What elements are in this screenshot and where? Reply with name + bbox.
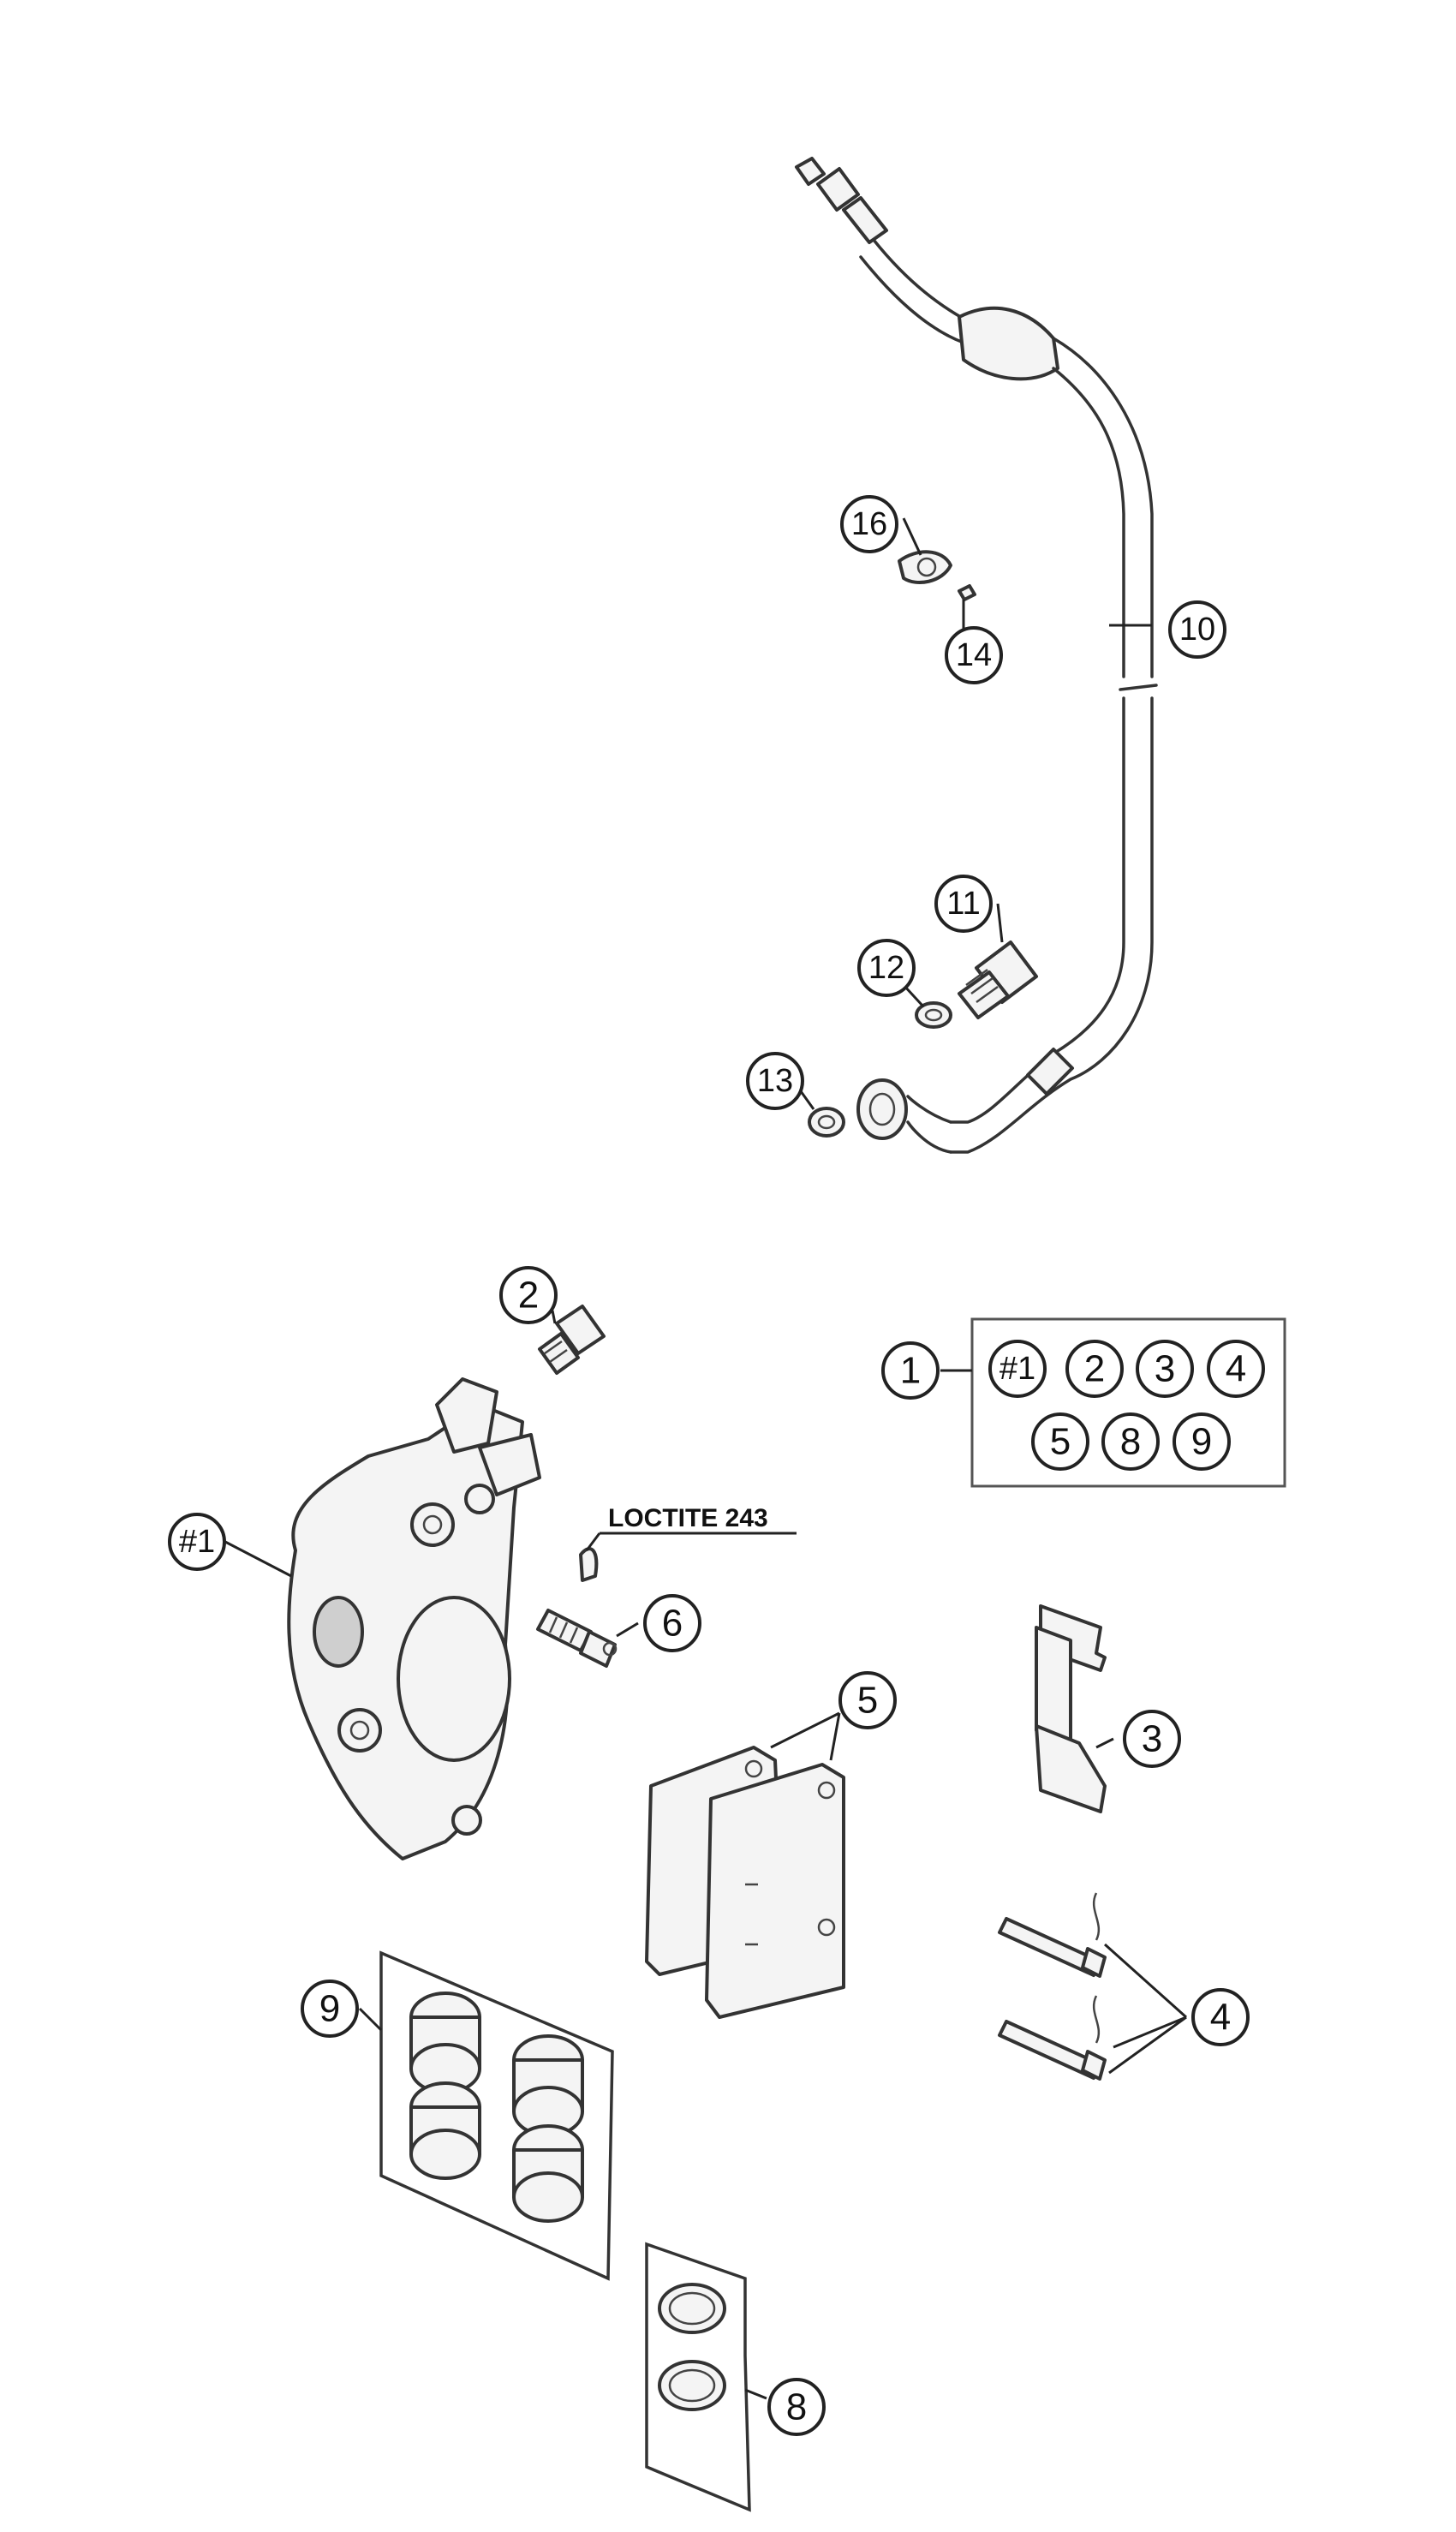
- banjo-bolt: [958, 941, 1038, 1019]
- svg-text:6: 6: [662, 1603, 683, 1645]
- svg-text:1: 1: [900, 1350, 921, 1392]
- callout-2: 2: [499, 1266, 558, 1324]
- brake-line: [795, 157, 1158, 1154]
- loctite-note: LOCTITE 243: [608, 1504, 768, 1532]
- svg-text:#1: #1: [1000, 1351, 1035, 1387]
- piston-set: [379, 1950, 614, 2281]
- callout-13: 13: [746, 1052, 804, 1110]
- callout-8: 8: [767, 2378, 826, 2436]
- brake-pads: [645, 1746, 845, 2019]
- svg-text:11: 11: [946, 886, 980, 922]
- callout-11: 11: [934, 875, 993, 933]
- svg-text:5: 5: [857, 1680, 878, 1722]
- svg-text:12: 12: [868, 950, 904, 986]
- svg-text:2: 2: [518, 1275, 539, 1317]
- svg-text:9: 9: [1191, 1421, 1212, 1463]
- svg-text:2: 2: [1084, 1348, 1105, 1390]
- svg-text:#1: #1: [179, 1524, 215, 1560]
- callout-4: 4: [1191, 1988, 1250, 2046]
- svg-text:3: 3: [1142, 1718, 1162, 1760]
- brake-caliper: [287, 1377, 541, 1860]
- kit-item-2: 2: [1065, 1340, 1124, 1398]
- svg-text:8: 8: [786, 2386, 807, 2428]
- callout-12: 12: [857, 939, 916, 997]
- callout-5: 5: [838, 1671, 897, 1729]
- svg-text:10: 10: [1179, 612, 1215, 648]
- repair-kit-box: [970, 1317, 1286, 1488]
- washer-12: [915, 1001, 952, 1029]
- svg-text:9: 9: [319, 1988, 340, 2030]
- svg-text:4: 4: [1210, 1997, 1231, 2039]
- callout-3: 3: [1123, 1710, 1181, 1768]
- kit-item-hash1: #1: [988, 1340, 1047, 1398]
- svg-text:16: 16: [851, 506, 887, 542]
- callout-hash1: #1: [168, 1513, 226, 1571]
- kit-item-8: 8: [1101, 1412, 1160, 1471]
- callout-9: 9: [301, 1980, 359, 2038]
- kit-item-9: 9: [1173, 1412, 1231, 1471]
- callout-10: 10: [1168, 600, 1226, 659]
- callout-16: 16: [840, 495, 898, 553]
- svg-text:3: 3: [1155, 1348, 1175, 1390]
- mounting-bolts: [998, 1892, 1107, 2081]
- svg-text:8: 8: [1120, 1421, 1141, 1463]
- callout-6: 6: [643, 1594, 701, 1652]
- callout-1: 1: [881, 1341, 940, 1400]
- pad-pin: [536, 1547, 618, 1668]
- kit-item-5: 5: [1031, 1412, 1089, 1471]
- svg-text:4: 4: [1226, 1348, 1246, 1390]
- leader-lines: [224, 517, 1188, 2400]
- pad-spring: [1035, 1604, 1107, 1813]
- seal-set: [645, 2242, 751, 2512]
- callout-14: 14: [945, 626, 1003, 684]
- kit-item-4: 4: [1207, 1340, 1265, 1398]
- svg-text:5: 5: [1050, 1421, 1071, 1463]
- washer-13: [808, 1107, 845, 1138]
- clamp-part: [898, 550, 976, 601]
- svg-text:13: 13: [757, 1063, 793, 1099]
- svg-text:14: 14: [956, 637, 992, 673]
- kit-item-3: 3: [1136, 1340, 1194, 1398]
- bleed-screw: [538, 1305, 606, 1375]
